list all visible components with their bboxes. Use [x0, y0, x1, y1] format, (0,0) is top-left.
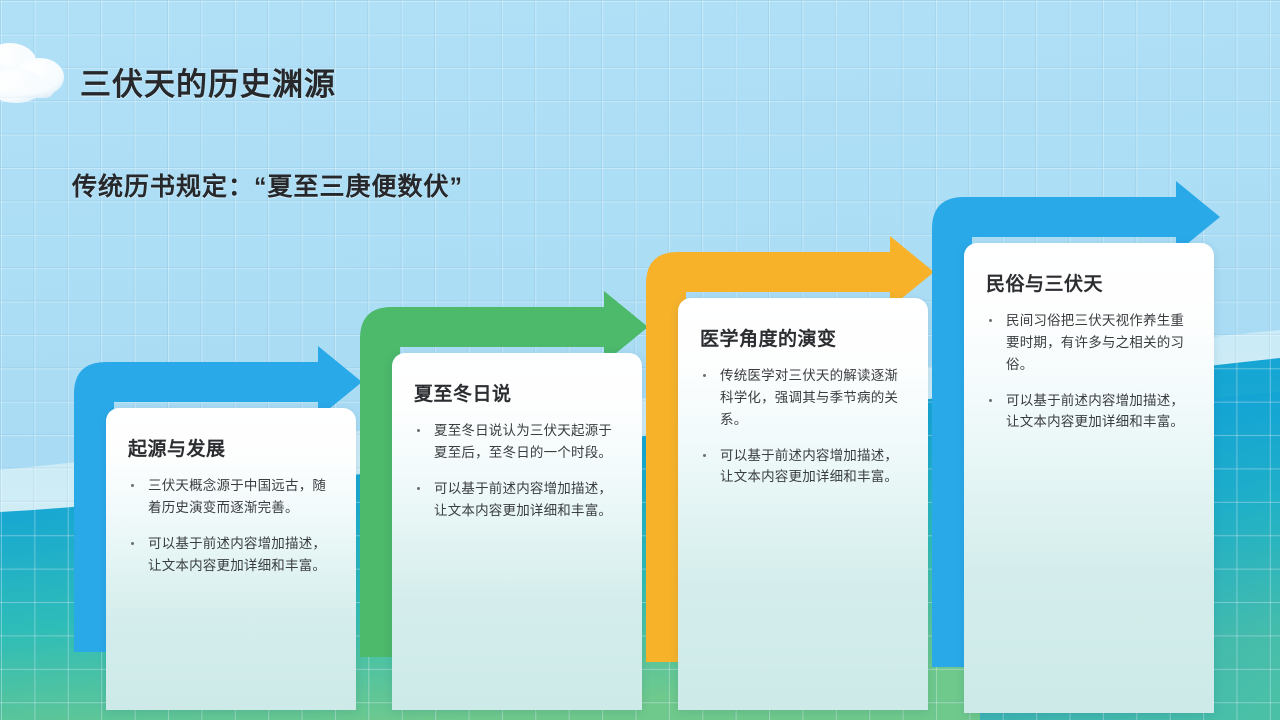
bullet-dot — [989, 398, 992, 402]
bullet-text: 夏至冬日说认为三伏天起源于夏至后，至冬日的一个时段。 — [434, 423, 613, 460]
bullet-dot — [703, 374, 706, 377]
list-item: 可以基于前述内容增加描述，让文本内容更加详细和丰富。 — [700, 445, 906, 489]
bullet-text: 三伏天概念源于中国远古，随着历史演变而逐渐完善。 — [148, 478, 327, 515]
card-step-3-bullets: 传统医学对三伏天的解读逐渐科学化，强调其与季节病的关系。 可以基于前述内容增加描… — [700, 365, 906, 488]
list-item: 可以基于前述内容增加描述，让文本内容更加详细和丰富。 — [128, 533, 334, 577]
bullet-dot — [131, 484, 134, 487]
card-step-4-bullets: 民间习俗把三伏天视作养生重要时期，有许多与之相关的习俗。 可以基于前述内容增加描… — [986, 310, 1192, 433]
bullet-text: 可以基于前述内容增加描述，让文本内容更加详细和丰富。 — [434, 480, 613, 518]
card-step-2-bullets: 夏至冬日说认为三伏天起源于夏至后，至冬日的一个时段。 可以基于前述内容增加描述，… — [414, 420, 620, 521]
arrow-step-2-shape — [360, 291, 648, 657]
card-step-3[interactable]: 医学角度的演变 传统医学对三伏天的解读逐渐科学化，强调其与季节病的关系。 可以基… — [678, 298, 928, 710]
card-step-2[interactable]: 夏至冬日说 夏至冬日说认为三伏天起源于夏至后，至冬日的一个时段。 可以基于前述内… — [392, 353, 642, 710]
list-item: 传统医学对三伏天的解读逐渐科学化，强调其与季节病的关系。 — [700, 365, 906, 431]
card-step-1-heading: 起源与发展 — [128, 439, 226, 460]
page-subtitle: 传统历书规定：“夏至三庚便数伏” — [72, 173, 464, 201]
list-item: 可以基于前述内容增加描述，让文本内容更加详细和丰富。 — [986, 390, 1192, 434]
page-title: 三伏天的历史渊源 — [80, 67, 336, 102]
bullet-text: 可以基于前述内容增加描述，让文本内容更加详细和丰富。 — [148, 535, 327, 573]
card-step-4[interactable]: 民俗与三伏天 民间习俗把三伏天视作养生重要时期，有许多与之相关的习俗。 可以基于… — [964, 243, 1214, 713]
arrow-step-1-shape — [74, 346, 362, 652]
list-item: 夏至冬日说认为三伏天起源于夏至后，至冬日的一个时段。 — [414, 420, 620, 464]
list-item: 民间习俗把三伏天视作养生重要时期，有许多与之相关的习俗。 — [986, 310, 1192, 376]
card-step-3-heading: 医学角度的演变 — [700, 329, 837, 350]
bullet-dot — [989, 319, 992, 322]
card-step-1[interactable]: 起源与发展 三伏天概念源于中国远古，随着历史演变而逐渐完善。 可以基于前述内容增… — [106, 408, 356, 710]
bullet-dot — [131, 541, 134, 545]
card-step-1-bullets: 三伏天概念源于中国远古，随着历史演变而逐渐完善。 可以基于前述内容增加描述，让文… — [128, 475, 334, 576]
card-step-2-heading: 夏至冬日说 — [414, 384, 512, 405]
bullet-text: 可以基于前述内容增加描述，让文本内容更加详细和丰富。 — [1006, 392, 1185, 430]
arrow-step-3-shape — [646, 236, 934, 662]
bullet-dot — [417, 486, 420, 490]
bullet-text: 可以基于前述内容增加描述，让文本内容更加详细和丰富。 — [720, 447, 899, 485]
cloud-icon — [0, 43, 64, 103]
list-item: 三伏天概念源于中国远古，随着历史演变而逐渐完善。 — [128, 475, 334, 519]
bullet-text: 传统医学对三伏天的解读逐渐科学化，强调其与季节病的关系。 — [720, 368, 899, 427]
card-step-4-heading: 民俗与三伏天 — [986, 274, 1104, 295]
list-item: 可以基于前述内容增加描述，让文本内容更加详细和丰富。 — [414, 478, 620, 522]
bullet-dot — [703, 453, 706, 457]
arrow-step-4-shape — [932, 181, 1220, 667]
bullet-text: 民间习俗把三伏天视作养生重要时期，有许多与之相关的习俗。 — [1006, 313, 1185, 372]
bullet-dot — [417, 429, 420, 432]
